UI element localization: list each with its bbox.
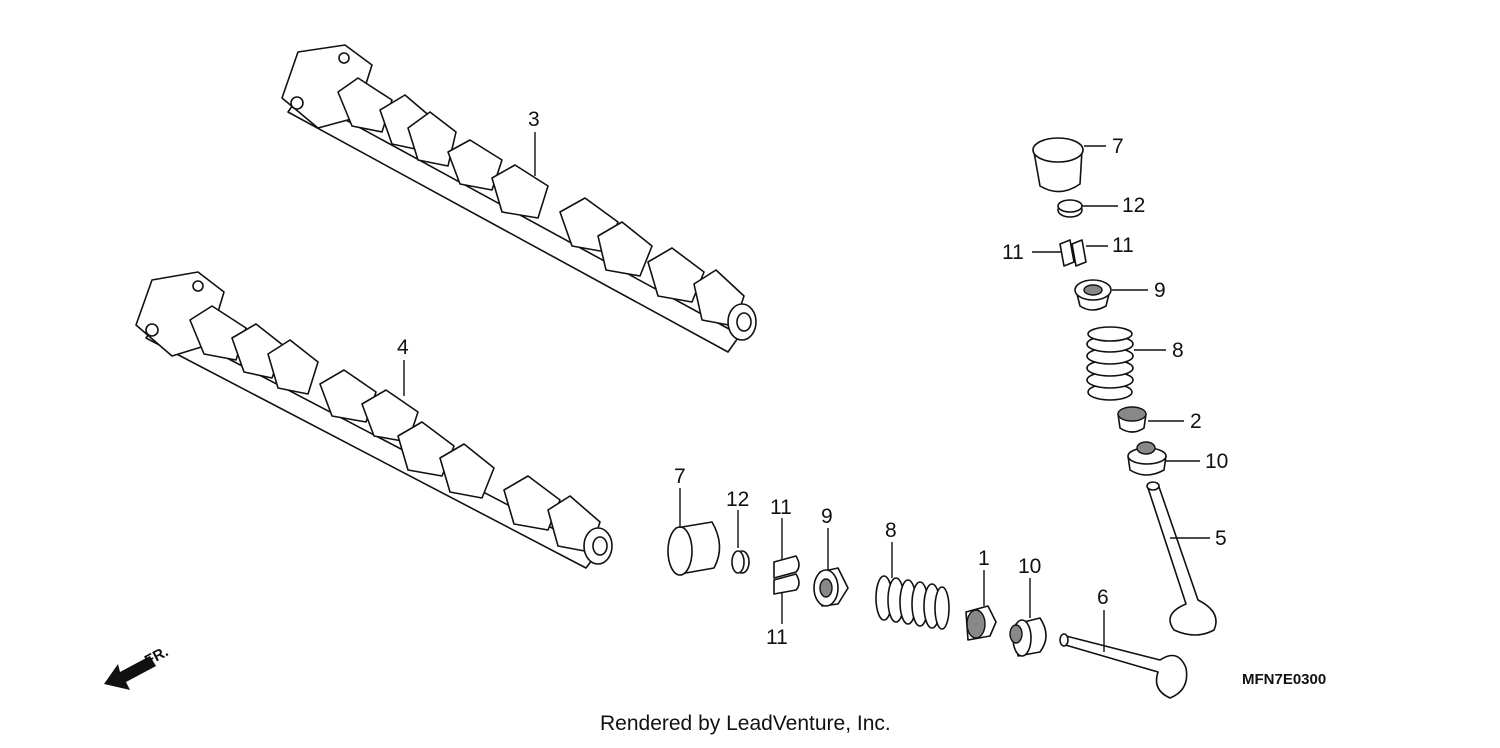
label-b-10: 10 [1018, 555, 1041, 578]
seat-10-bottom[interactable] [1009, 617, 1047, 657]
camshaft-4-lobes [189, 305, 601, 553]
seal-1-bottom[interactable] [965, 605, 997, 641]
shim-12-top[interactable] [1057, 199, 1083, 218]
camshaft-3[interactable] [281, 44, 757, 353]
label-r-9: 9 [1154, 279, 1166, 302]
label-r-7: 7 [1112, 135, 1124, 158]
valve-5[interactable] [1146, 481, 1217, 636]
front-direction-arrow: FR. [104, 643, 171, 690]
valve-6[interactable] [1059, 633, 1188, 699]
label-b-7: 7 [674, 465, 686, 488]
spring-8-top[interactable] [1086, 326, 1134, 401]
leader-lines [403, 132, 1210, 652]
label-r-10: 10 [1205, 450, 1228, 473]
retainer-9-bottom[interactable] [813, 567, 849, 607]
lifter-7-top[interactable] [1032, 137, 1084, 193]
seat-10-top[interactable] [1127, 441, 1167, 476]
label-b-1: 1 [978, 547, 990, 570]
footer-credit: Rendered by LeadVenture, Inc. [600, 712, 891, 735]
lifter-7-bottom[interactable] [667, 521, 721, 576]
label-b-11b: 11 [766, 626, 788, 649]
label-r-8: 8 [1172, 339, 1184, 362]
label-r-12: 12 [1122, 194, 1145, 217]
label-cam-4: 4 [397, 336, 409, 359]
label-r-11a: 11 [1002, 241, 1024, 264]
seal-2-top[interactable] [1117, 406, 1147, 433]
retainer-9-top[interactable] [1074, 279, 1112, 311]
spring-8-bottom[interactable] [875, 575, 950, 630]
cotter-11-bottom[interactable] [773, 555, 800, 595]
camshaft-4[interactable] [135, 271, 613, 569]
cotter-11-top[interactable] [1059, 239, 1087, 267]
label-r-11b: 11 [1112, 234, 1134, 257]
label-r-2: 2 [1190, 410, 1202, 433]
camshaft-3-lobes [337, 77, 745, 327]
diagram-code: MFN7E0300 [1242, 671, 1326, 688]
label-b-8: 8 [885, 519, 897, 542]
label-b-12: 12 [726, 488, 749, 511]
label-r-5: 5 [1215, 527, 1227, 550]
shim-12-bottom[interactable] [731, 550, 750, 574]
arrow-icon [104, 656, 156, 690]
label-b-9: 9 [821, 505, 833, 528]
label-b-6: 6 [1097, 586, 1109, 609]
label-b-11a: 11 [770, 496, 792, 519]
label-cam-3: 3 [528, 108, 540, 131]
